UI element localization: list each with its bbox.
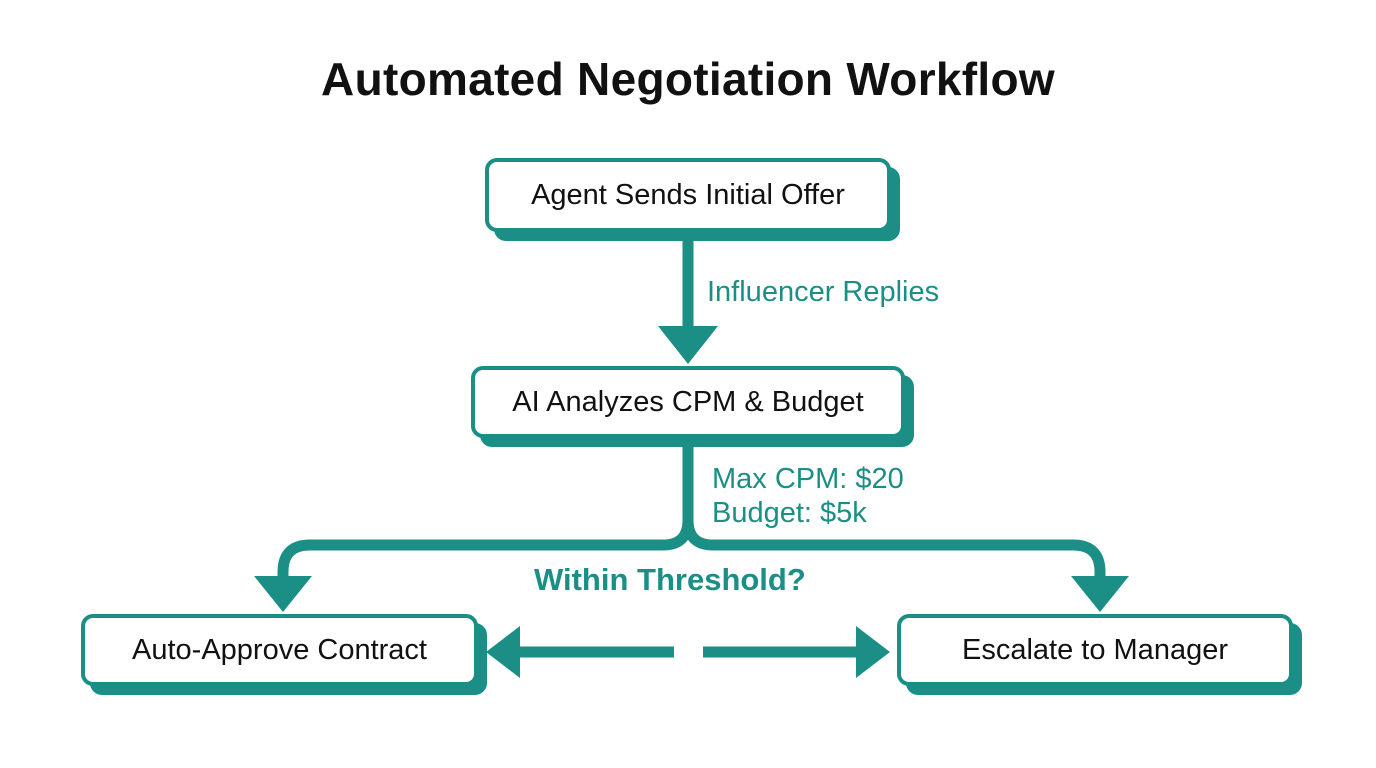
node-initial-offer-label: Agent Sends Initial Offer (531, 178, 845, 211)
node-analyze: AI Analyzes CPM & Budget (471, 366, 905, 438)
arrowhead-right (856, 626, 890, 678)
node-auto-approve: Auto-Approve Contract (81, 614, 478, 686)
node-analyze-label: AI Analyzes CPM & Budget (512, 385, 864, 418)
arrowhead-down-analyze (658, 326, 718, 364)
arrowhead-left (486, 626, 520, 678)
node-auto-approve-label: Auto-Approve Contract (132, 633, 427, 666)
connector-branch-right (682, 519, 1106, 582)
node-initial-offer: Agent Sends Initial Offer (485, 158, 891, 232)
decision-label: Within Threshold? (534, 562, 806, 597)
edge-label-budget: Budget: $5k (712, 497, 867, 529)
diagram-title: Automated Negotiation Workflow (321, 53, 1055, 105)
arrowhead-down-left (254, 576, 312, 612)
node-escalate: Escalate to Manager (897, 614, 1293, 686)
edge-label-replies: Influencer Replies (707, 276, 940, 308)
edge-label-max-cpm: Max CPM: $20 (712, 463, 904, 495)
arrowhead-down-right (1071, 576, 1129, 612)
node-escalate-label: Escalate to Manager (962, 633, 1228, 666)
